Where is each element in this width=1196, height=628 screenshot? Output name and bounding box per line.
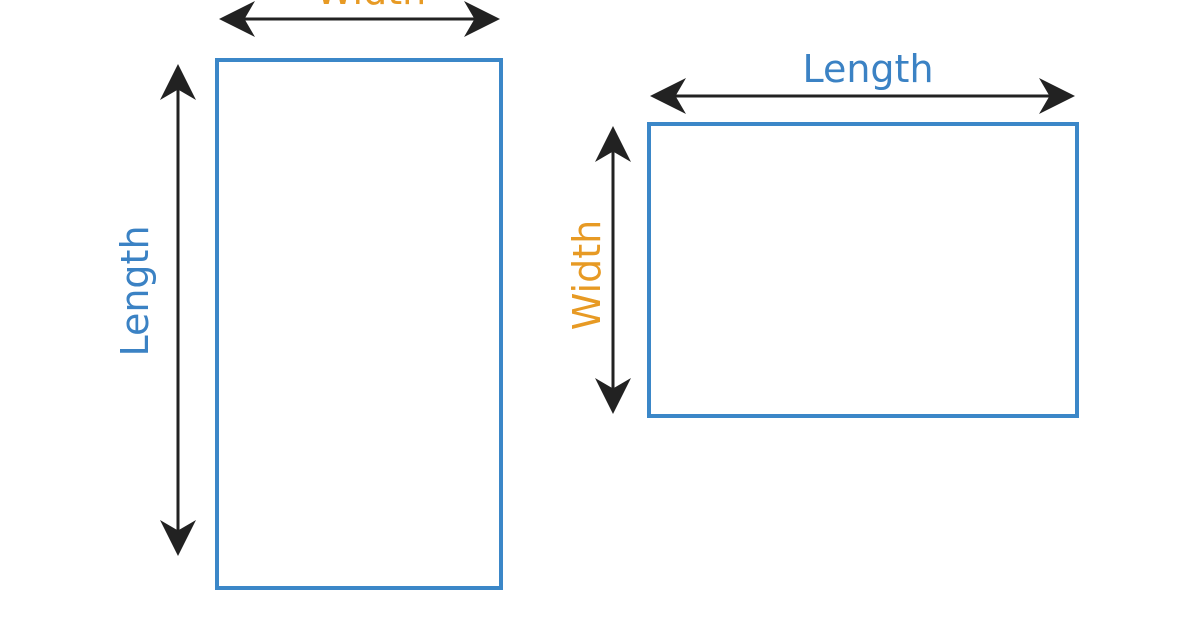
landscape-length-label: Length <box>802 47 933 91</box>
landscape-rectangle-group: Length Width <box>565 47 1079 418</box>
landscape-width-label: Width <box>565 220 609 330</box>
landscape-rectangle <box>647 122 1079 418</box>
portrait-width-label: Width <box>316 0 426 13</box>
portrait-length-label: Length <box>113 225 157 356</box>
portrait-rectangle <box>215 58 503 590</box>
portrait-rectangle-group: Width Length <box>113 0 503 590</box>
